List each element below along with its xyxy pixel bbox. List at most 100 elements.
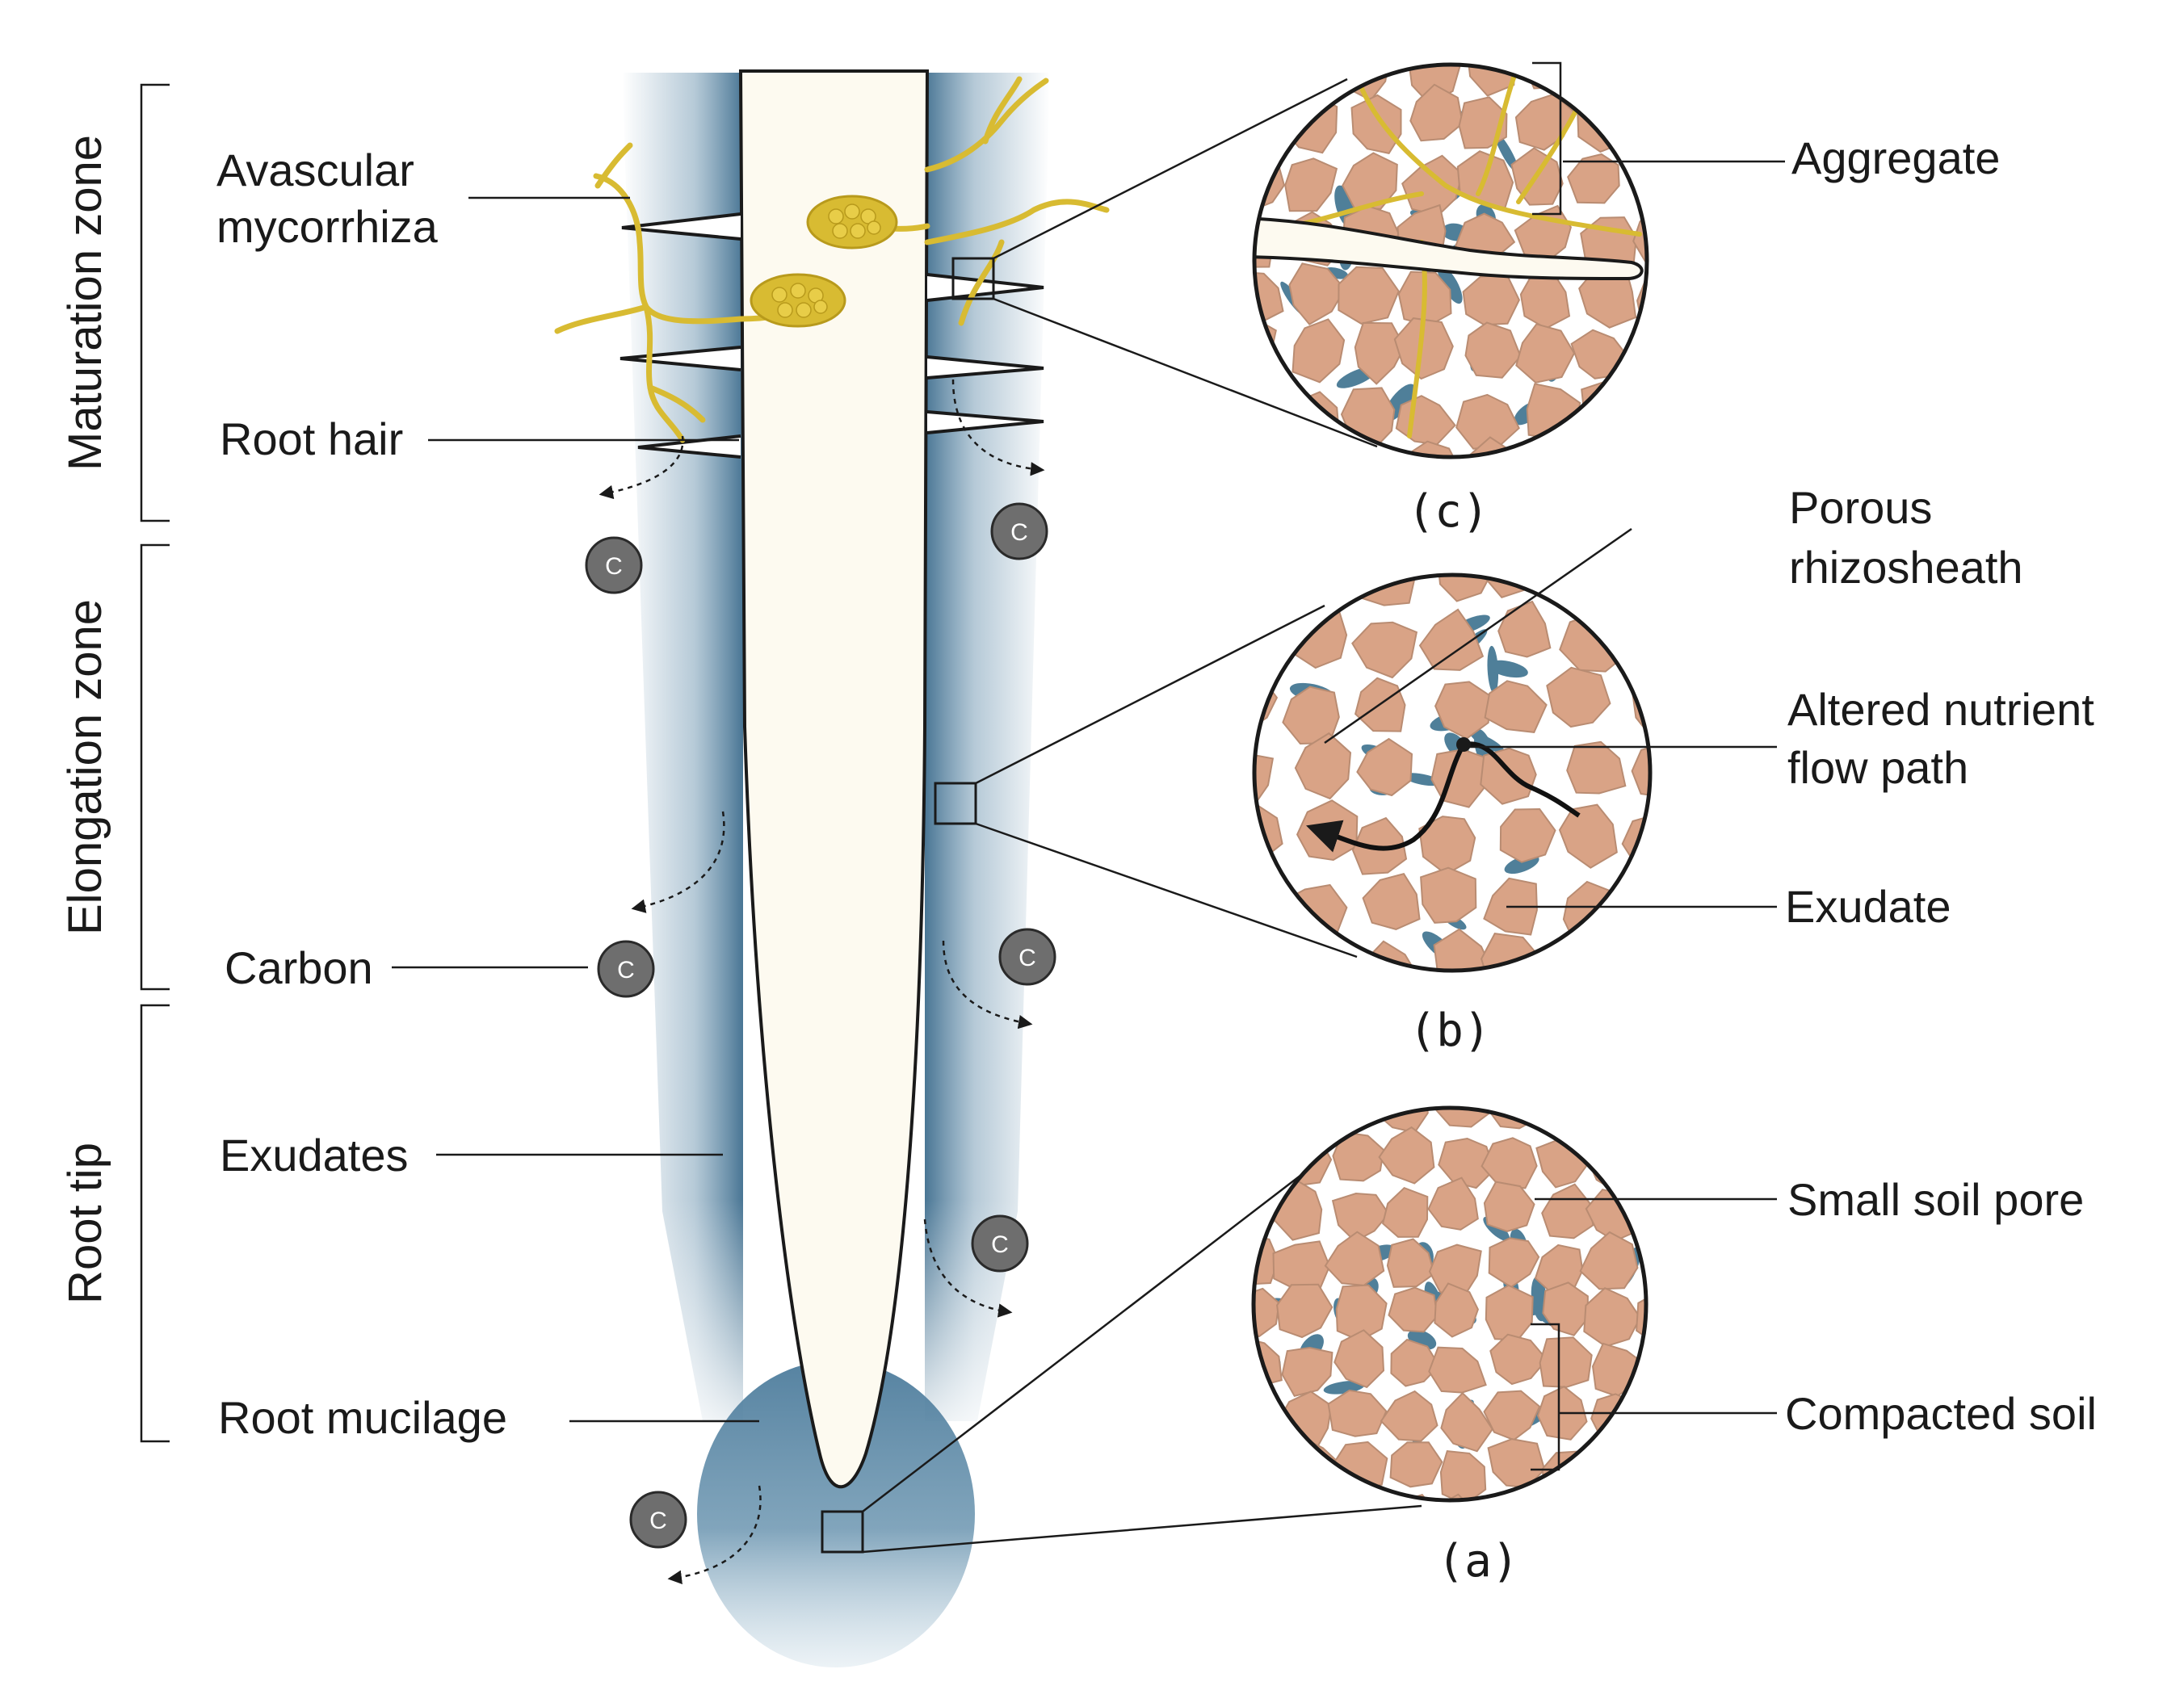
- soil-particle: [1439, 1450, 1487, 1500]
- root-hairs-left: [620, 212, 741, 459]
- soil-particle: [1254, 753, 1275, 810]
- soil-particle: [1433, 928, 1493, 971]
- flow-path-arrow: [1306, 743, 1466, 853]
- soil-particle: [1643, 1228, 1646, 1285]
- soil-particle: [1388, 1494, 1440, 1500]
- hyphae-in-aggregate: [1290, 65, 1642, 438]
- soil-particle: [1428, 1244, 1482, 1297]
- soil-particle: [1389, 1441, 1443, 1488]
- soil-particle: [1484, 680, 1548, 733]
- soil-particle: [1515, 323, 1576, 384]
- soil-particle: [1636, 1290, 1646, 1347]
- soil-particle: [1275, 1129, 1333, 1187]
- hyphae-network: [554, 76, 1110, 443]
- soil-particle: [1331, 1108, 1386, 1126]
- soil-particle: [1378, 1126, 1435, 1185]
- soil-particle: [1485, 1284, 1534, 1341]
- left-leader-lines: [392, 196, 759, 1423]
- label-compacted-soil: Compacted soil: [1785, 1388, 2097, 1439]
- soil-particle: [1567, 153, 1620, 204]
- soil-particle: [1438, 1137, 1496, 1189]
- soil-particle: [1566, 740, 1627, 795]
- sample-boxes: [821, 257, 995, 1554]
- carbon-marker-symbol: C: [649, 1508, 667, 1534]
- soil-particle: [1437, 575, 1495, 602]
- label-porous-line2: rhizosheath: [1789, 542, 2023, 593]
- mycorrhiza-vesicle: [750, 273, 846, 328]
- mycorrhiza-vesicle: [806, 195, 898, 250]
- aggregate-bracket: [1532, 61, 1562, 216]
- soil-particle: [1281, 1346, 1334, 1398]
- soil-particle: [1488, 1108, 1542, 1130]
- zoom-circle-b: [1252, 572, 1653, 973]
- carbon-marker-symbol: C: [1018, 945, 1036, 971]
- soil-particle: [1420, 866, 1477, 924]
- soil-particle: [1579, 1231, 1639, 1290]
- carbon-marker-symbol: C: [617, 957, 635, 984]
- zone-label-maturation: Maturation zone: [59, 135, 111, 471]
- soil-particle: [1590, 1393, 1638, 1446]
- soil-particle: [1408, 65, 1461, 105]
- soil-particle: [1480, 1137, 1538, 1189]
- label-root-hair: Root hair: [220, 413, 403, 464]
- panel-label-c: (c): [1407, 485, 1489, 538]
- right-leader-lines: [1324, 160, 1785, 1415]
- soil-particle: [1351, 621, 1418, 679]
- soil-particle: [1434, 1282, 1479, 1338]
- zone-brackets: [140, 83, 170, 1443]
- soil-particle: [1380, 1390, 1438, 1442]
- soil-particle: [1427, 1176, 1479, 1231]
- soil-particle: [1581, 380, 1635, 438]
- carbon-marker-symbol: C: [605, 553, 623, 580]
- panel-label-b: (b): [1409, 1004, 1490, 1057]
- pore-water: [1488, 660, 1528, 678]
- soil-particle: [1440, 1391, 1494, 1453]
- soil-particle: [1331, 1192, 1390, 1243]
- zone-label-root-tip: Root tip: [59, 1143, 111, 1304]
- zoom-circle-a: [1251, 1105, 1648, 1503]
- carbon-marker: C: [585, 536, 643, 594]
- panel-label-a: (a): [1437, 1535, 1518, 1587]
- soil-particle: [1480, 747, 1537, 805]
- label-small-soil-pore: Small soil pore: [1787, 1174, 2084, 1225]
- soil-particle: [1386, 1238, 1435, 1288]
- soil-particle: [1558, 803, 1618, 869]
- soil-particle: [1428, 1346, 1487, 1394]
- soil-particle: [1418, 608, 1485, 671]
- carbon-marker: C: [990, 502, 1048, 560]
- soil-particle: [1483, 1181, 1535, 1232]
- soil-particle: [1539, 1336, 1593, 1388]
- soil-particle: [1458, 96, 1508, 149]
- soil-particle: [1541, 1183, 1594, 1239]
- soil-particle: [1356, 737, 1413, 797]
- label-carbon: Carbon: [225, 942, 373, 993]
- exudate-arrows: [598, 379, 1045, 1584]
- soil-particle: [1284, 157, 1338, 212]
- label-porous-line1: Porous: [1789, 482, 1932, 533]
- root-hairs-right: [926, 273, 1044, 434]
- soil-particle: [1334, 1329, 1385, 1389]
- carbon-marker: C: [998, 928, 1056, 986]
- compacted-bracket: [1531, 1323, 1560, 1471]
- pore-water: [1438, 266, 1463, 304]
- label-exudate: Exudate: [1785, 881, 1951, 932]
- soil-particle: [1631, 743, 1650, 799]
- soil-particle: [1294, 732, 1352, 800]
- root-in-aggregate: [1254, 216, 1644, 281]
- root-body: [738, 69, 930, 1489]
- flow-path-dot: [1456, 737, 1471, 752]
- pore-water: [1403, 773, 1441, 786]
- label-aggregate: Aggregate: [1791, 132, 2000, 183]
- soil-particle: [1335, 1284, 1388, 1342]
- soil-particle: [1455, 393, 1520, 450]
- soil-particle: [1483, 1390, 1541, 1441]
- label-root-mucilage: Root mucilage: [218, 1392, 507, 1443]
- soil-particle: [1418, 816, 1476, 875]
- carbon-marker: C: [971, 1214, 1029, 1273]
- zoom-lines: [862, 78, 1422, 1554]
- carbon-marker-symbol: C: [1010, 519, 1028, 546]
- soil-particle: [1350, 94, 1402, 155]
- label-avascular-line1: Avascular: [216, 145, 414, 195]
